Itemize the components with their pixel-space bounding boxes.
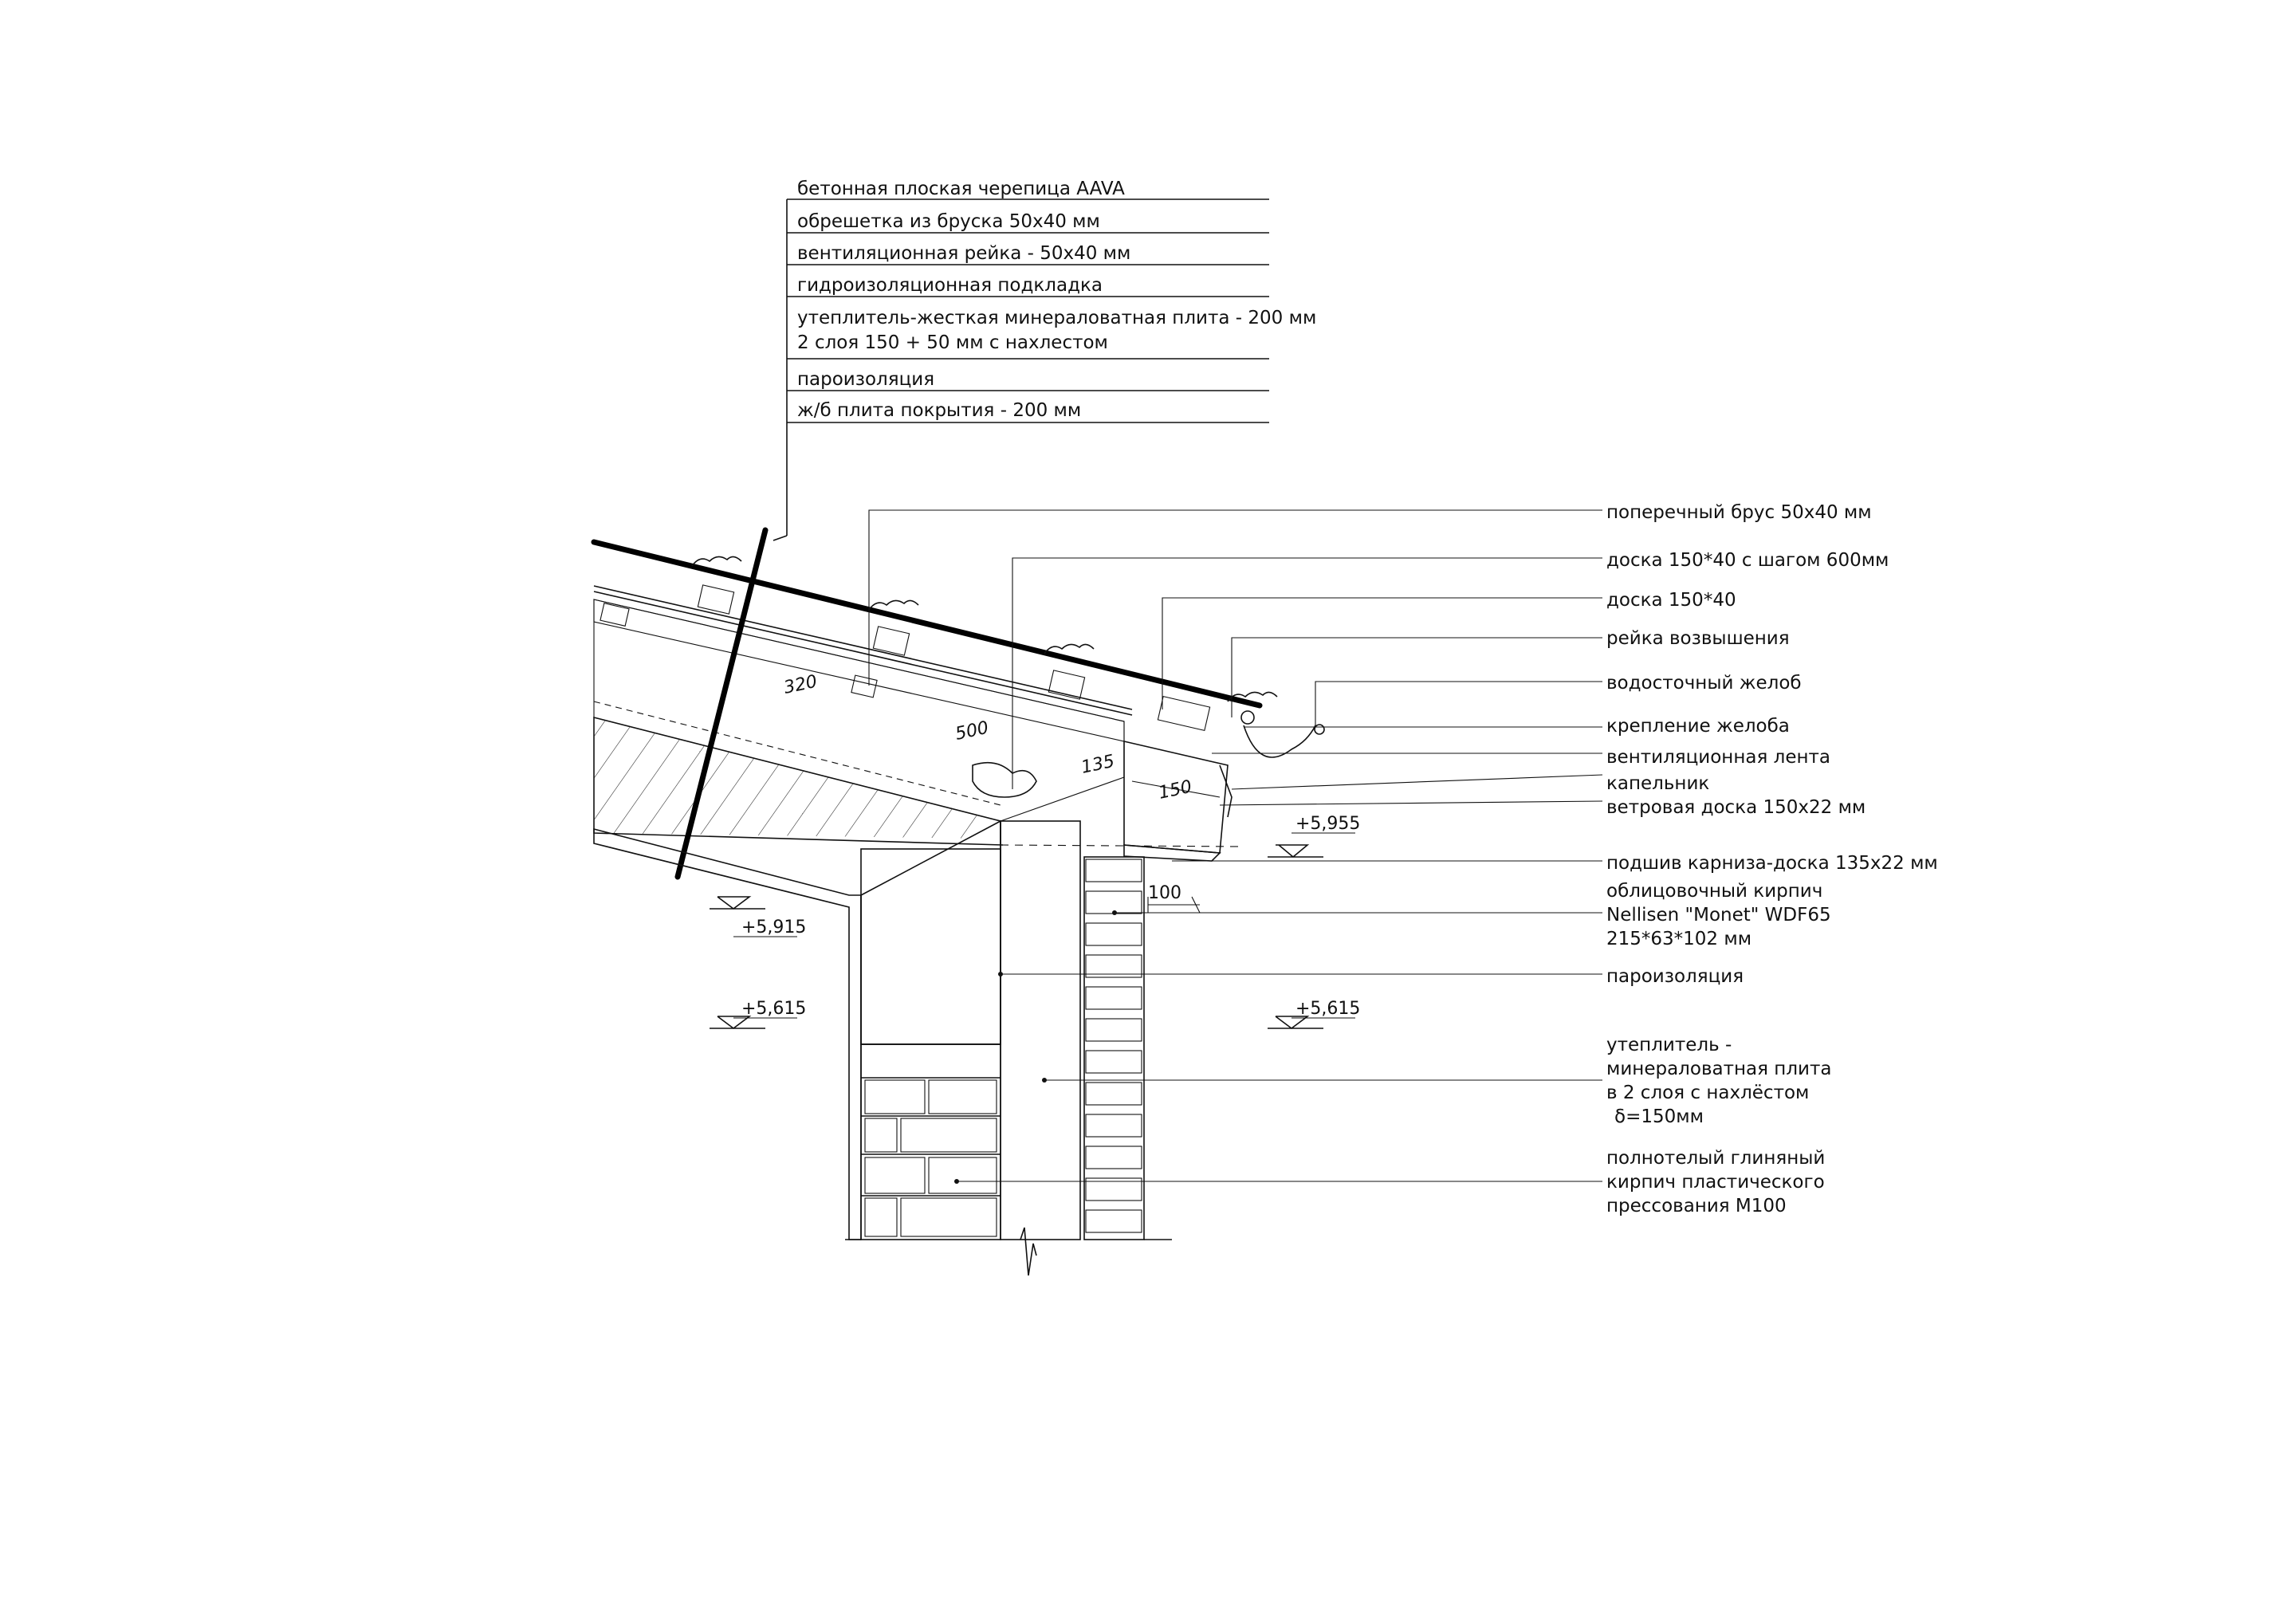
level-exterior: +5,615 [1268, 999, 1360, 1029]
callout-vapour-barrier: пароизоляция [1606, 966, 1744, 987]
layer-underlay: гидроизоляционная подкладка [797, 275, 1103, 296]
roof-slab-fill [594, 717, 1001, 839]
concrete-beam [860, 848, 1001, 1045]
callout-raising-batten: рейка возвышения [1606, 628, 1790, 649]
foam-filler [972, 761, 1037, 798]
leader-lines [868, 509, 1603, 1184]
dim-500: 500 [953, 718, 990, 745]
callout-brick-2: кирпич пластического [1606, 1172, 1825, 1193]
callout-labels: поперечный брус 50х40 мм доска 150*40 с … [1606, 502, 1938, 1216]
layer-insulation-note: 2 слоя 150 + 50 мм с нахлестом [797, 332, 1108, 353]
roof-section [591, 527, 1325, 880]
battens [600, 584, 1211, 732]
callout-insulation-1: утеплитель - [1606, 1035, 1732, 1055]
soffit-board [1123, 844, 1221, 862]
facing-brick-wall [1083, 856, 1145, 1240]
layer-vent-batten: вентиляционная рейка - 50х40 мм [797, 243, 1130, 264]
callout-brick-1: полнотелый глиняный [1606, 1148, 1825, 1169]
layer-tile: бетонная плоская черепица AAVA [797, 179, 1125, 199]
layer-vapour-barrier: пароизоляция [797, 369, 934, 390]
callout-vent-tape: вентиляционная лента [1606, 747, 1830, 768]
callout-insulation-4: δ=150мм [1614, 1106, 1704, 1127]
layer-battens: обрешетка из бруска 50х40 мм [797, 211, 1100, 232]
layer-slab: ж/б плита покрытия - 200 мм [797, 400, 1081, 421]
callout-board: доска 150*40 [1606, 590, 1736, 611]
wall-insulation [1000, 820, 1081, 1240]
slab-edge [860, 819, 1001, 1045]
callout-insulation-3: в 2 слоя с нахлёстом [1606, 1083, 1809, 1103]
layer-insulation: утеплитель-жесткая минераловатная плита … [797, 308, 1316, 328]
callout-facing-brick-size: 215*63*102 мм [1606, 929, 1751, 949]
level-interior-left: +5,615 [710, 999, 806, 1029]
dim-150: 150 [1157, 777, 1193, 804]
callout-wind-board: ветровая доска 150х22 мм [1606, 797, 1866, 818]
callout-soffit: подшив карниза-доска 135х22 мм [1606, 853, 1938, 874]
callout-gutter-bracket: крепление желоба [1606, 716, 1790, 737]
tile-laps [691, 556, 1278, 702]
callout-cross-beam: поперечный брус 50х40 мм [1606, 502, 1872, 523]
svg-text:+5,915: +5,915 [741, 918, 806, 937]
svg-text:+5,615: +5,615 [1295, 999, 1360, 1019]
inner-brick-wall [860, 1043, 1001, 1240]
dim-320: 320 [782, 672, 819, 698]
roof-layers-table: бетонная плоская черепица AAVA обрешетка… [773, 179, 1316, 541]
callout-brick-3: прессования М100 [1606, 1196, 1787, 1216]
level-marks: +5,955 +5,915 +5,615 +5,615 [710, 814, 1360, 1029]
svg-text:+5,615: +5,615 [741, 999, 806, 1019]
callout-facing-brick: облицовочный кирпич [1606, 881, 1822, 902]
roof-tile-line [591, 539, 1263, 709]
svg-text:+5,955: +5,955 [1295, 814, 1360, 834]
level-eave: +5,955 [1268, 814, 1360, 859]
callout-facing-brick-brand: Nellisen "Monet" WDF65 [1606, 905, 1831, 925]
callout-gutter: водосточный желоб [1606, 673, 1802, 694]
callout-insulation-2: минераловатная плита [1606, 1059, 1831, 1079]
gutter [1243, 725, 1316, 758]
interior-structure [593, 819, 1172, 1276]
callout-board-600: доска 150*40 с шагом 600мм [1606, 550, 1889, 571]
section-break-line [674, 527, 769, 880]
dim-100: 100 [1148, 883, 1181, 903]
plaster-finish [593, 827, 862, 1240]
drip-edge [1219, 764, 1233, 818]
dim-135: 135 [1079, 752, 1116, 778]
callout-drip: капельник [1606, 773, 1709, 794]
level-interior-top: +5,915 [710, 896, 806, 937]
